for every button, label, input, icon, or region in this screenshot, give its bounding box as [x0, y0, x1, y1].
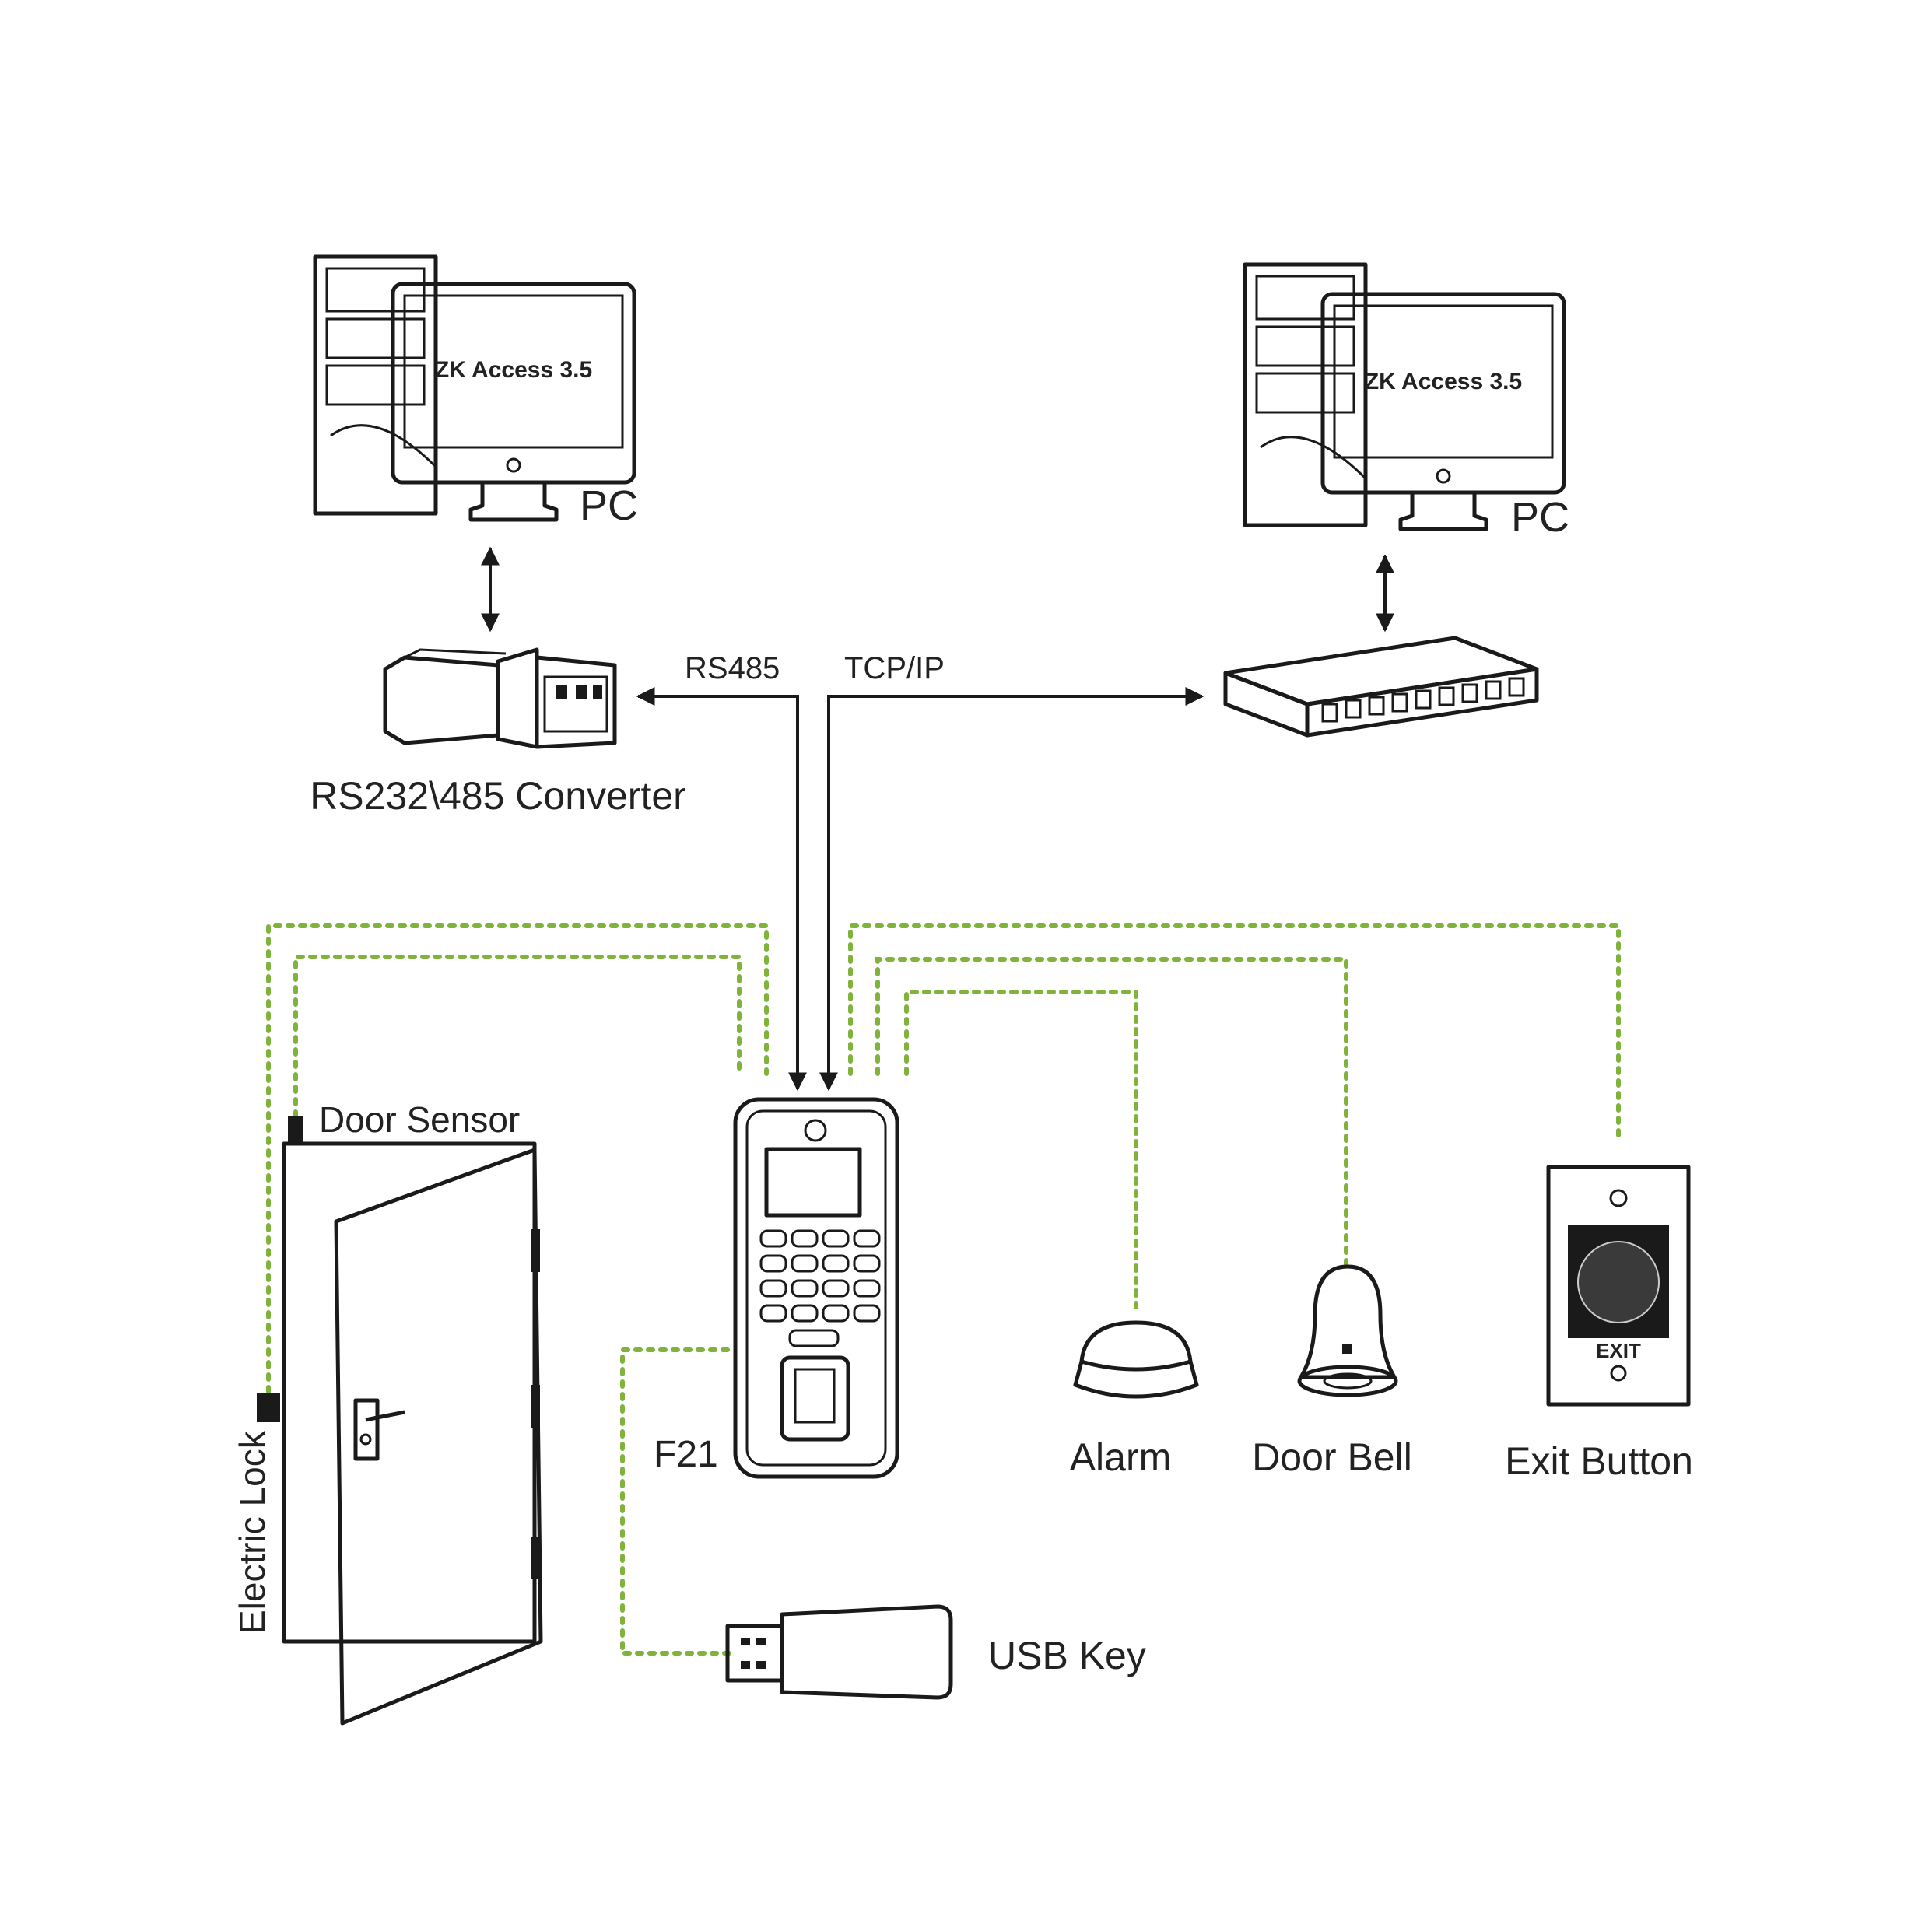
- rs485-label: RS485: [685, 651, 780, 685]
- door-bell-label: Door Bell: [1252, 1435, 1412, 1479]
- door-bell: Door Bell: [1252, 1264, 1412, 1479]
- rs232-485-converter: RS232\485 Converter: [310, 647, 686, 818]
- rs485-link: [636, 687, 807, 1092]
- wire-door-bell: [875, 957, 1348, 1267]
- door-sensor-label: Door Sensor: [319, 1099, 520, 1140]
- door-leaf: [334, 1148, 543, 1726]
- wire-electric-lock: [266, 923, 769, 1407]
- exit-plate-text: EXIT: [1596, 1339, 1641, 1362]
- f21-device: F21: [654, 1097, 899, 1479]
- left-pc-label: PC: [580, 482, 638, 529]
- door-sensor-block: [288, 1116, 303, 1144]
- network-hub: [1223, 636, 1539, 738]
- usb-key: USB Key: [725, 1604, 1146, 1700]
- converter-label: RS232\485 Converter: [310, 774, 686, 818]
- electric-lock-label: Electric Lock: [232, 1430, 272, 1634]
- exit-button: EXIT Exit Button: [1505, 1165, 1693, 1483]
- wire-alarm: [904, 990, 1138, 1309]
- left-pc-screen-text: ZK Access 3.5: [435, 357, 592, 383]
- right-pc: ZK Access 3.5 PC: [1243, 262, 1569, 541]
- door: Door Sensor Electric Lock: [232, 1099, 543, 1726]
- left-pc-tower: [313, 254, 438, 516]
- alarm-label: Alarm: [1070, 1435, 1172, 1479]
- left-pc: ZK Access 3.5 PC: [313, 254, 638, 529]
- right-pc-label: PC: [1511, 494, 1569, 541]
- tcpip-label: TCP/IP: [844, 651, 945, 685]
- wire-exit-button: [848, 923, 1621, 1142]
- right-pc-screen-text: ZK Access 3.5: [1365, 369, 1522, 394]
- electric-lock-block: [257, 1393, 280, 1422]
- alarm: Alarm: [1070, 1320, 1199, 1479]
- exit-button-label: Exit Button: [1505, 1439, 1693, 1483]
- f21-label: F21: [654, 1434, 718, 1475]
- right-pc-monitor: [1320, 292, 1566, 495]
- right-pc-tower: [1243, 262, 1368, 527]
- usb-key-label: USB Key: [988, 1634, 1146, 1677]
- door-frame: [282, 1141, 537, 1644]
- tcpip-link: [819, 687, 1204, 1092]
- wire-usb-key: [620, 1347, 734, 1656]
- left-pc-monitor: [391, 282, 636, 485]
- wire-door-sensor: [293, 955, 742, 1119]
